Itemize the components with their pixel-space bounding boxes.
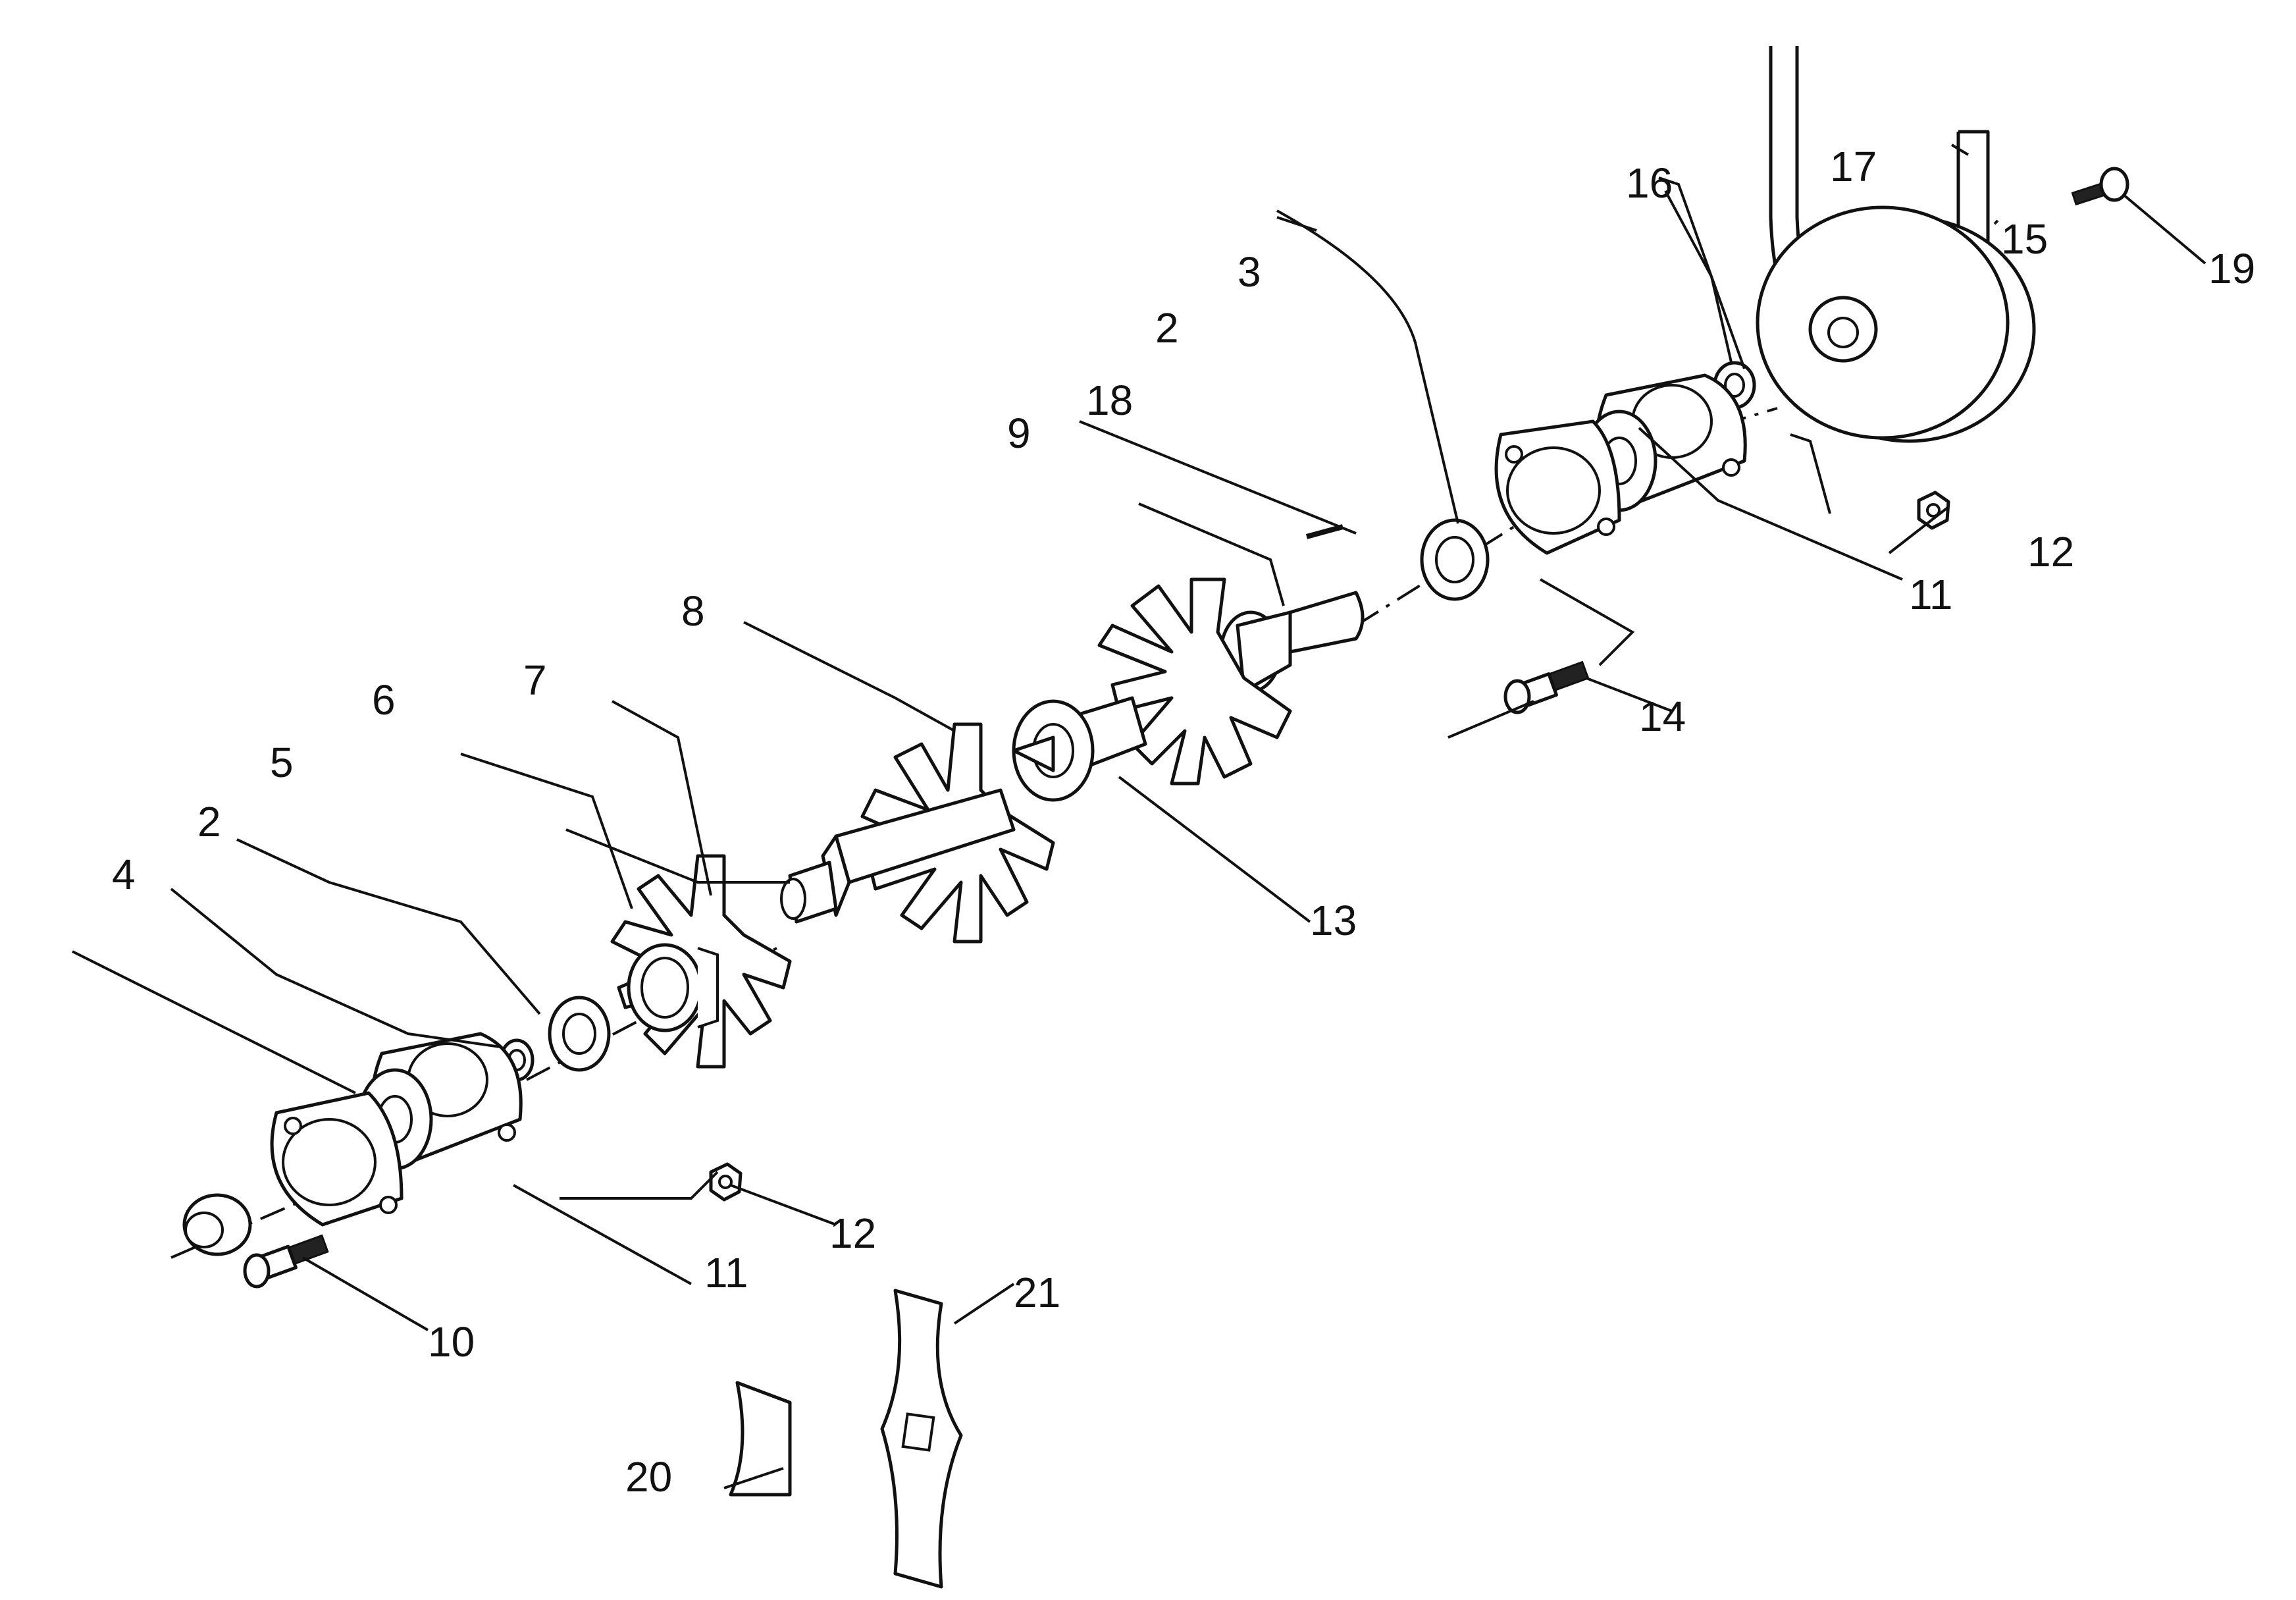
callout-12-left: 12 (829, 1210, 876, 1257)
hex-nut-right (1917, 491, 1950, 530)
leader-lines (72, 144, 2206, 1489)
bearing-housing-left (270, 1032, 523, 1227)
callout-19: 19 (2208, 245, 2255, 292)
square-tine-shaft (780, 788, 1016, 924)
flat-washer-right (1420, 518, 1490, 601)
callout-10: 10 (428, 1318, 475, 1366)
pulley (1756, 205, 2036, 443)
callout-6: 6 (372, 676, 396, 724)
callout-11-right: 11 (1909, 571, 1952, 618)
callout-20: 20 (625, 1453, 672, 1501)
callout-9: 9 (1007, 410, 1031, 457)
callout-14: 14 (1639, 693, 1686, 740)
hex-nut-left (709, 1162, 743, 1202)
flange-bolt-left (243, 1234, 329, 1289)
pulley-bolt (2071, 167, 2129, 206)
callout-4: 4 (112, 851, 136, 898)
callout-12-right: 12 (2027, 528, 2074, 575)
end-cap-left (182, 1193, 252, 1256)
replacement-blade-large (880, 1289, 963, 1589)
callout-16: 16 (1626, 159, 1673, 207)
callout-21: 21 (1014, 1269, 1060, 1316)
callout-8: 8 (681, 587, 705, 635)
callout-labels: 16 17 15 19 3 2 18 9 12 11 14 8 7 6 5 2 … (112, 143, 2255, 1501)
callout-18: 18 (1086, 377, 1133, 424)
callout-11-left: 11 (704, 1249, 748, 1296)
flat-washer-left (548, 996, 611, 1072)
callout-17: 17 (1830, 143, 1877, 190)
callout-7: 7 (523, 656, 547, 704)
bushing (627, 943, 719, 1032)
flange-bolt-right (1503, 660, 1590, 714)
callout-3: 3 (1238, 248, 1261, 296)
callout-13: 13 (1310, 897, 1357, 944)
callout-15: 15 (2001, 215, 2048, 263)
bearing-housing-right (1494, 373, 1747, 555)
tine-star-right (1097, 577, 1292, 786)
tine-clamp (1012, 696, 1147, 802)
callout-2-right: 2 (1155, 304, 1179, 352)
callout-2-left: 2 (197, 798, 221, 845)
roll-pin (1305, 524, 1344, 539)
callout-5: 5 (270, 739, 294, 786)
replacement-blade-small (729, 1381, 792, 1497)
